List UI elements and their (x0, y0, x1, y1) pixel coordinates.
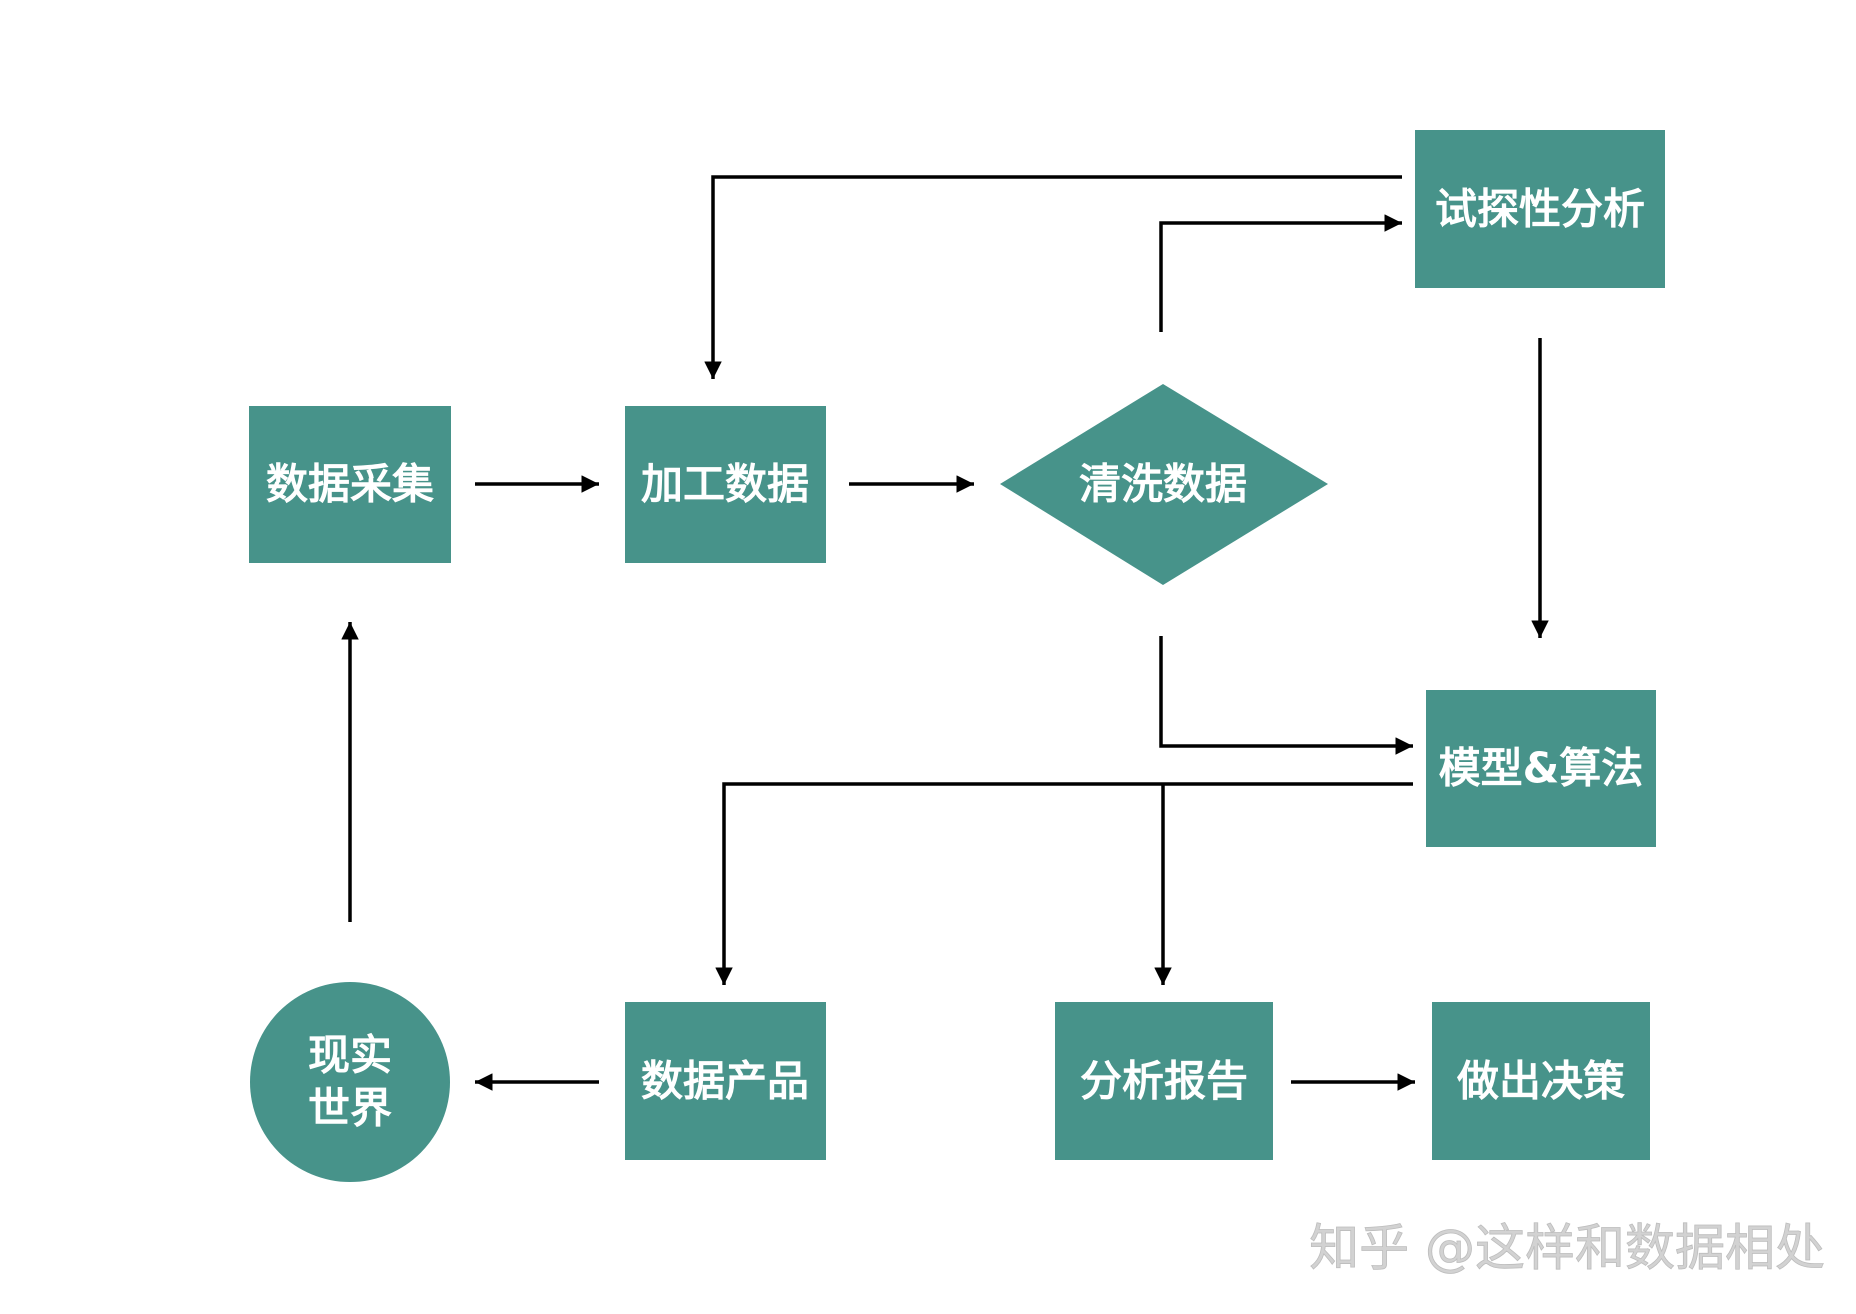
arrow-clean-to-explore (1159, 214, 1402, 332)
arrow-explore-to-process (704, 175, 1402, 379)
node-real-world: 现实 世界 (250, 982, 450, 1182)
arrow-model-to-product (715, 782, 1413, 985)
node-label-line-2: 世界 (308, 1084, 392, 1133)
node-data-collection: 数据采集 (249, 406, 451, 563)
node-label: 模型&算法 (1439, 744, 1644, 793)
node-label: 清洗数据 (1079, 460, 1247, 509)
node-data-processing: 加工数据 (625, 406, 826, 563)
node-decision: 做出决策 (1432, 1002, 1650, 1160)
node-label: 加工数据 (641, 460, 809, 509)
node-data-product: 数据产品 (625, 1002, 826, 1160)
node-label: 数据产品 (641, 1057, 809, 1106)
node-label-line-1: 现实 (308, 1031, 392, 1080)
node-label: 分析报告 (1080, 1057, 1248, 1106)
node-data-cleaning: 清洗数据 (1000, 384, 1328, 585)
node-label: 数据采集 (266, 460, 434, 509)
node-label: 做出决策 (1456, 1057, 1625, 1106)
node-model-algorithm: 模型&算法 (1426, 690, 1656, 847)
node-analysis-report: 分析报告 (1055, 1002, 1273, 1160)
arrow-clean-to-model (1159, 636, 1413, 755)
node-label: 试探性分析 (1435, 185, 1645, 234)
node-exploratory-analysis: 试探性分析 (1415, 130, 1665, 288)
watermark: 知乎 @这样和数据相处 (1309, 1219, 1825, 1277)
